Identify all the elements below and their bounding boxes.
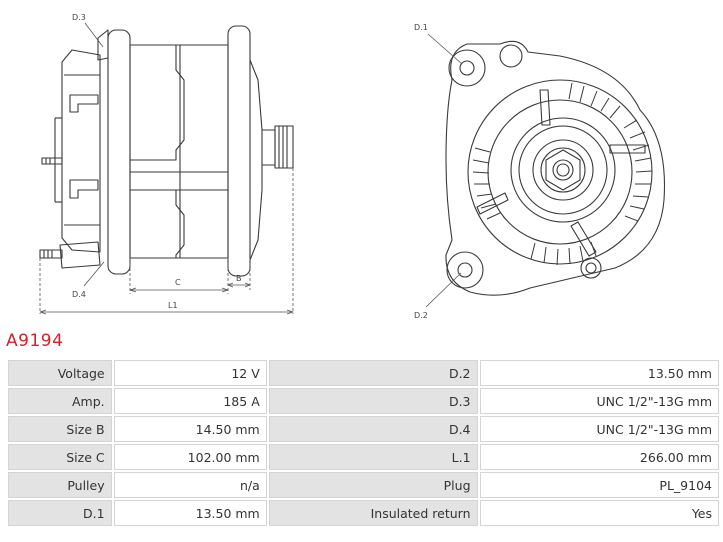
pulley-hub (274, 125, 294, 169)
rear-flange (107, 29, 131, 275)
hole-d2 (457, 262, 473, 278)
side-view (39, 25, 294, 277)
spec-label: D.2 (268, 360, 478, 386)
spec-value: 12 V (113, 360, 267, 386)
spec-table: Voltage 12 V D.2 13.50 mm Amp. 185 A D.3… (6, 358, 721, 528)
terminal-stud (41, 157, 63, 165)
table-row: D.1 13.50 mm Insulated return Yes (8, 500, 719, 526)
pulley-inner (532, 139, 594, 201)
pulley-outer (510, 117, 616, 223)
spec-value: 13.50 mm (113, 500, 267, 526)
spec-label: Voltage (8, 360, 112, 386)
label-d2: D.2 (414, 311, 428, 320)
spec-value: 13.50 mm (479, 360, 719, 386)
table-row: Amp. 185 A D.3 UNC 1/2"-13G mm (8, 388, 719, 414)
spec-value: UNC 1/2"-13G mm (479, 416, 719, 442)
rear-cover (61, 49, 101, 253)
spoke (570, 221, 597, 257)
shaft-nut (545, 149, 581, 191)
table-row: Voltage 12 V D.2 13.50 mm (8, 360, 719, 386)
label-d4: D.4 (72, 290, 86, 299)
label-l1: L1 (168, 301, 178, 310)
spec-value: 14.50 mm (113, 416, 267, 442)
spec-label: D.3 (268, 388, 478, 414)
spec-value: Yes (479, 500, 719, 526)
shaft (262, 129, 276, 166)
spec-value: 185 A (113, 388, 267, 414)
stator-housing (129, 44, 229, 259)
boss-d1 (448, 49, 486, 87)
spoke (609, 144, 646, 154)
spec-label: D.1 (8, 500, 112, 526)
hole-d1 (459, 60, 475, 76)
vent-ring-inner (487, 99, 633, 245)
spec-label: Size C (8, 444, 112, 470)
spec-label: Size B (8, 416, 112, 442)
spoke (476, 192, 509, 215)
spec-value: UNC 1/2"-13G mm (479, 388, 719, 414)
label-d3: D.3 (72, 13, 86, 22)
label-d1: D.1 (414, 23, 428, 32)
vent-ring-outer (467, 79, 653, 265)
spec-value: 266.00 mm (479, 444, 719, 470)
spec-value: n/a (113, 472, 267, 498)
dimension-lines (39, 168, 294, 314)
table-row: Size C 102.00 mm L.1 266.00 mm (8, 444, 719, 470)
spec-label: Plug (268, 472, 478, 498)
dimension-arrows (39, 22, 463, 315)
mount-stud-d4 (39, 249, 63, 259)
label-b: B (236, 274, 242, 283)
spec-label: Pulley (8, 472, 112, 498)
spoke (539, 89, 551, 126)
boss-d2 (446, 251, 484, 289)
spec-label: D.4 (268, 416, 478, 442)
technical-drawing: D.3 D.4 C B L1 D.1 D.2 (39, 13, 666, 320)
label-c: C (175, 278, 181, 287)
spec-value: PL_9104 (479, 472, 719, 498)
spec-label: L.1 (268, 444, 478, 470)
outer-housing (445, 40, 666, 296)
spec-label: Amp. (8, 388, 112, 414)
front-flange (227, 25, 251, 277)
front-view (445, 40, 666, 296)
table-row: Pulley n/a Plug PL_9104 (8, 472, 719, 498)
part-number-title: A9194 (6, 331, 64, 351)
vent-slots (472, 82, 653, 266)
table-row: Size B 14.50 mm D.4 UNC 1/2"-13G mm (8, 416, 719, 442)
spec-label: Insulated return (268, 500, 478, 526)
spec-value: 102.00 mm (113, 444, 267, 470)
